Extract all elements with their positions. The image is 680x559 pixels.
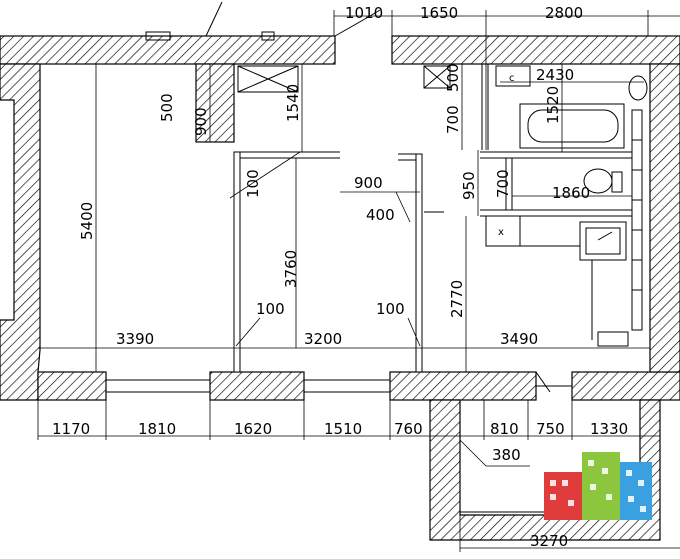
dim-corridor-partition-100: 100 bbox=[376, 300, 405, 318]
cabinet-label: x bbox=[498, 227, 504, 238]
dim-room2-width: 3200 bbox=[304, 330, 342, 348]
dim-top-2800: 2800 bbox=[545, 4, 583, 22]
brand-logo bbox=[544, 452, 652, 520]
wall-pier-niche bbox=[195, 63, 235, 143]
dim-balcony-380: 380 bbox=[492, 446, 521, 464]
wall-bottom-1 bbox=[37, 371, 107, 401]
dim-toilet-700: 700 bbox=[494, 169, 512, 198]
dim-room2-wall-100: 100 bbox=[244, 169, 262, 198]
fixtures: c x bbox=[237, 65, 648, 347]
dim-balcony-3270: 3270 bbox=[530, 532, 568, 550]
dim-bath-width: 2430 bbox=[536, 66, 574, 84]
dim-toilet-width: 1860 bbox=[552, 184, 590, 202]
dim-top-1650: 1650 bbox=[420, 4, 458, 22]
logo-red-building bbox=[544, 472, 582, 520]
dim-corridor-400: 400 bbox=[366, 206, 395, 224]
partitions bbox=[233, 64, 643, 373]
dim-bottom-750: 750 bbox=[536, 420, 565, 438]
stove bbox=[495, 65, 531, 87]
dim-room1-width: 3390 bbox=[116, 330, 154, 348]
dim-kitchen-height: 2770 bbox=[448, 280, 466, 318]
bathtub bbox=[519, 103, 625, 149]
dim-kitchen-width: 3490 bbox=[500, 330, 538, 348]
wall-top-left bbox=[0, 35, 336, 65]
partition-room1-room2 bbox=[233, 151, 241, 373]
logo-green-building bbox=[582, 452, 620, 520]
dim-kitchen-950: 950 bbox=[460, 171, 478, 200]
kitchen-cabinet bbox=[485, 215, 521, 247]
wall-bottom-2 bbox=[209, 371, 305, 401]
dimension-labels: 1010 1650 2800 1170 1810 1620 1510 760 8… bbox=[52, 4, 628, 550]
wall-top-right bbox=[391, 35, 680, 65]
dim-bottom-1810: 1810 bbox=[138, 420, 176, 438]
dim-room1-height: 5400 bbox=[78, 202, 96, 240]
dim-room2-height: 3760 bbox=[282, 250, 300, 288]
bath-sink bbox=[628, 75, 648, 101]
dim-niche-500: 500 bbox=[158, 93, 176, 122]
dim-niche-900: 900 bbox=[192, 107, 210, 136]
dim-bottom-1620: 1620 bbox=[234, 420, 272, 438]
wall-left bbox=[0, 63, 41, 401]
dim-bath-height: 1520 bbox=[544, 86, 562, 124]
wall-bottom-3 bbox=[389, 371, 537, 401]
dim-bottom-810: 810 bbox=[490, 420, 519, 438]
dim-bath-700: 700 bbox=[444, 105, 462, 134]
dim-corridor-900: 900 bbox=[354, 174, 383, 192]
dim-bottom-1330: 1330 bbox=[590, 420, 628, 438]
dim-niche-1540: 1540 bbox=[284, 84, 302, 122]
logo-blue-building bbox=[620, 462, 652, 520]
wall-bottom-4 bbox=[571, 371, 680, 401]
dim-bottom-1170: 1170 bbox=[52, 420, 90, 438]
dimension-lines bbox=[37, 10, 680, 552]
dim-bottom-1510: 1510 bbox=[324, 420, 362, 438]
stove-label: c bbox=[509, 73, 515, 84]
walls bbox=[0, 35, 680, 541]
dim-bath-500: 500 bbox=[444, 63, 462, 92]
dim-bottom-760: 760 bbox=[394, 420, 423, 438]
wall-right bbox=[649, 63, 680, 373]
dim-room2-partition-100: 100 bbox=[256, 300, 285, 318]
dim-top-1010: 1010 bbox=[345, 4, 383, 22]
